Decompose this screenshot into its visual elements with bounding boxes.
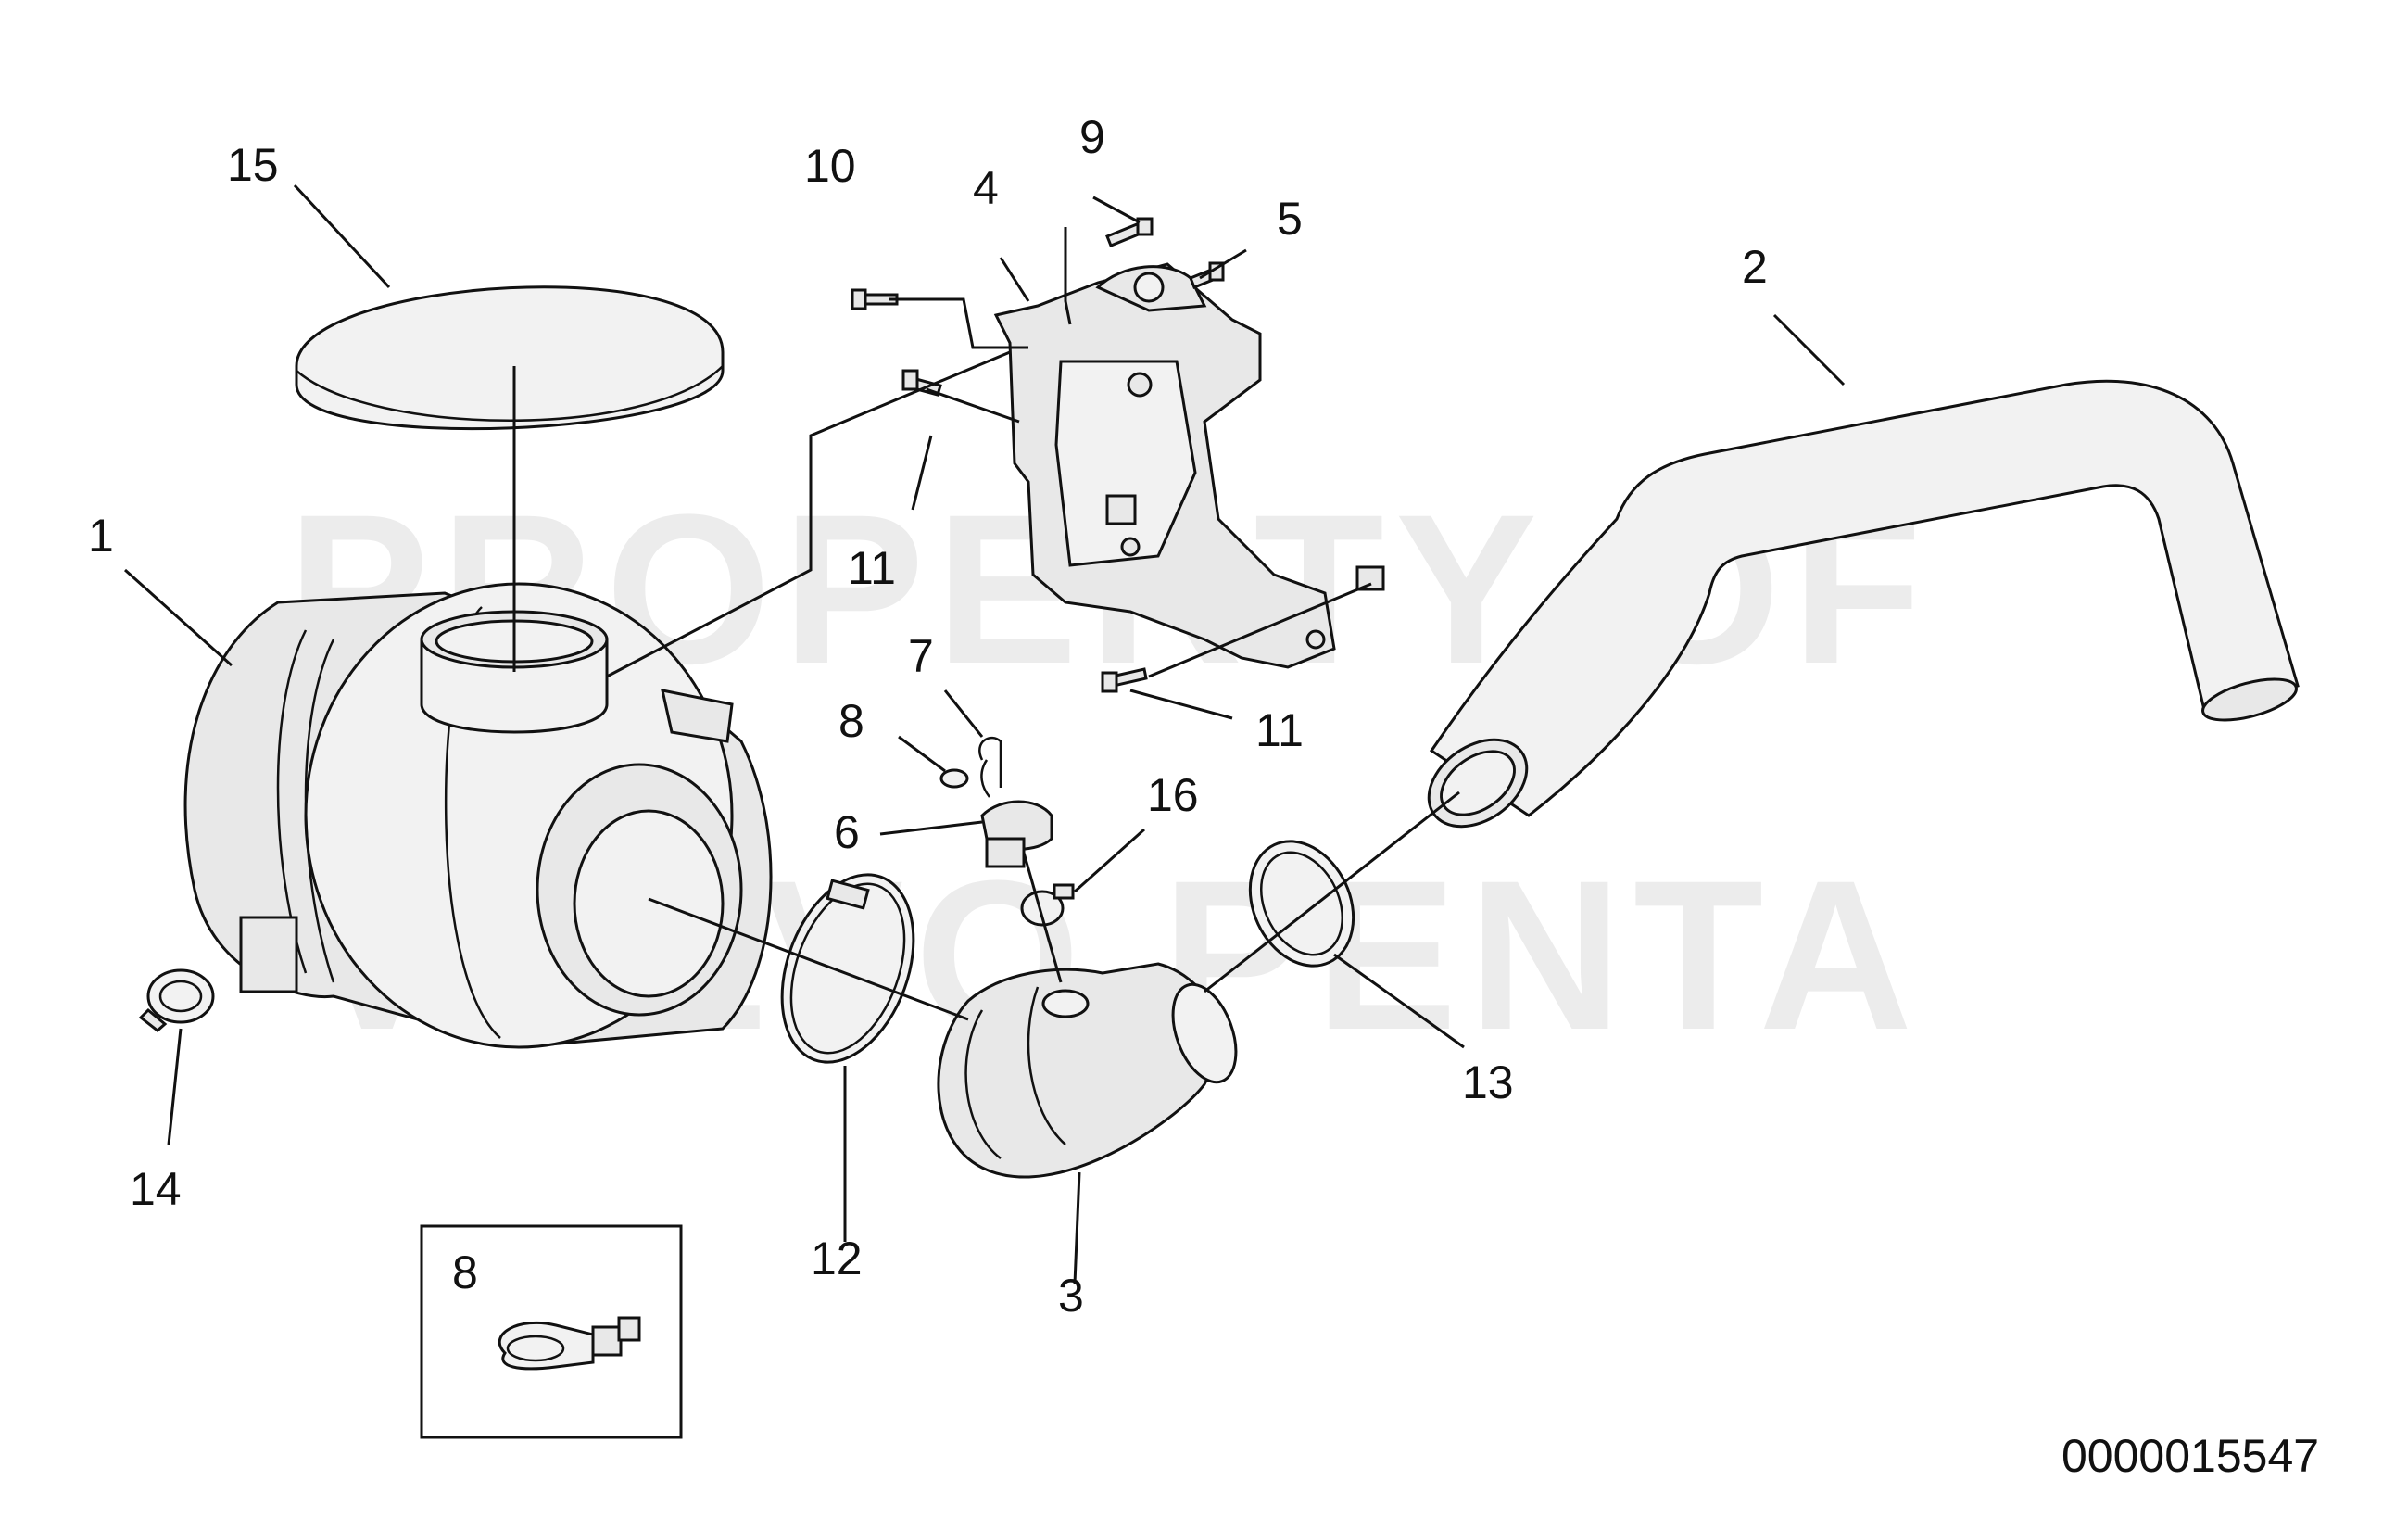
nut-lower-right bbox=[1355, 565, 1385, 591]
callout-7: 7 bbox=[908, 630, 934, 682]
callout-8: 8 bbox=[838, 695, 864, 747]
callout-2: 2 bbox=[1742, 241, 1768, 293]
inset-callout-8: 8 bbox=[452, 1246, 478, 1298]
callout-5: 5 bbox=[1277, 193, 1303, 245]
callout-16: 16 bbox=[1147, 769, 1199, 821]
part-small-clamp bbox=[1020, 883, 1075, 927]
callout-4: 4 bbox=[973, 162, 999, 214]
document-number: 0000015547 bbox=[2061, 1430, 2319, 1482]
bolt-5 bbox=[1189, 261, 1225, 289]
callout-14: 14 bbox=[130, 1163, 182, 1215]
part-mounting-bracket bbox=[993, 262, 1336, 669]
part-intake-pipe bbox=[1427, 379, 2300, 829]
callout-labels: 15 1 10 9 4 5 2 11 11 7 8 6 16 13 12 3 1… bbox=[88, 111, 1768, 1322]
part-cap-hood bbox=[295, 285, 725, 431]
callout-9: 9 bbox=[1079, 111, 1105, 163]
callout-3: 3 bbox=[1058, 1270, 1084, 1322]
callout-10: 10 bbox=[804, 140, 856, 192]
callout-15: 15 bbox=[227, 139, 279, 191]
part-clamp-small bbox=[138, 968, 215, 1032]
callout-12: 12 bbox=[811, 1233, 863, 1284]
bolt-11-lower bbox=[1101, 667, 1148, 693]
callout-13: 13 bbox=[1462, 1056, 1514, 1108]
callout-1: 1 bbox=[88, 510, 114, 562]
leader-lines bbox=[123, 183, 1846, 1284]
callout-11-lower: 11 bbox=[1255, 704, 1304, 756]
inset-box-part-8: 8 bbox=[420, 1224, 683, 1439]
callout-11-upper: 11 bbox=[848, 542, 896, 594]
bolt-10 bbox=[851, 288, 899, 310]
callout-6: 6 bbox=[834, 806, 860, 858]
part-large-clamp bbox=[780, 873, 915, 1064]
part-elbow-connector bbox=[937, 962, 1238, 1179]
bolt-9 bbox=[1105, 217, 1154, 247]
part-air-filter-housing bbox=[183, 582, 773, 1049]
part-bolts bbox=[851, 217, 1385, 693]
part-service-indicator bbox=[939, 736, 1053, 868]
